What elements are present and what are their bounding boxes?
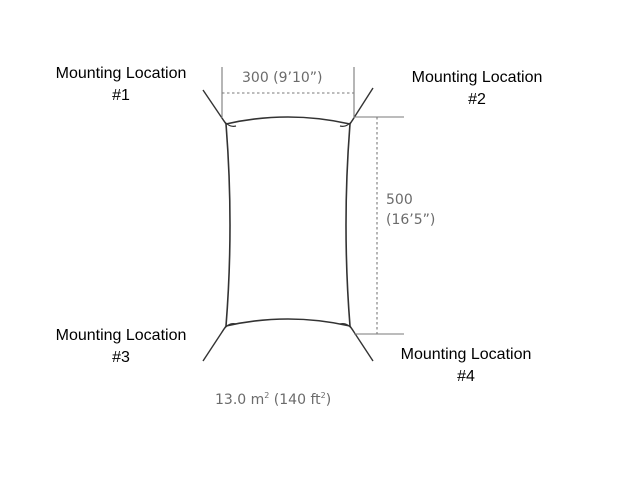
sail-bottom-edge [225, 318, 351, 327]
mounting-location-2: Mounting Location #2 [402, 67, 552, 111]
mounting-location-3-number: #3 [112, 349, 130, 366]
width-dimension-label: 300 (9’10”) [242, 70, 323, 86]
corner-arc-1 [221, 117, 237, 127]
area-imperial-exponent: 2 [320, 391, 326, 400]
mounting-location-4-number: #4 [457, 368, 475, 385]
sail-right-edge [345, 123, 351, 327]
mounting-location-2-name: Mounting Location [411, 69, 543, 86]
mounting-location-4: Mounting Location #4 [391, 344, 541, 388]
mounting-location-1: Mounting Location #1 [46, 63, 196, 107]
corner-arc-4 [339, 323, 355, 333]
area-imperial-value: (140 ft [269, 392, 321, 408]
mounting-location-2-number: #2 [468, 91, 486, 108]
area-imperial-close: ) [325, 392, 332, 408]
length-dimension [354, 116, 404, 335]
corner-tie-lines [202, 87, 374, 362]
width-dimension [221, 67, 355, 118]
mounting-location-1-number: #1 [112, 87, 130, 104]
sail-top-edge [225, 116, 351, 125]
corner-arc-2 [339, 117, 355, 127]
mounting-location-1-name: Mounting Location [55, 65, 187, 82]
mounting-location-3-name: Mounting Location [55, 327, 187, 344]
area-metric-exponent: 2 [264, 391, 270, 400]
mounting-location-4-name: Mounting Location [400, 346, 532, 363]
sail-left-edge [225, 123, 231, 327]
length-dimension-label: 500 (16’5”) [386, 190, 435, 230]
area-label: 13.0 m2 (140 ft2) [215, 391, 331, 408]
corner-arc-3 [221, 323, 237, 333]
area-metric-value: 13.0 m [215, 392, 265, 408]
corner-arcs [221, 117, 355, 333]
sail-outline [225, 116, 351, 327]
length-ft-label: (16’5”) [386, 212, 436, 228]
mounting-location-3: Mounting Location #3 [46, 325, 196, 369]
length-cm-label: 500 [386, 192, 413, 208]
